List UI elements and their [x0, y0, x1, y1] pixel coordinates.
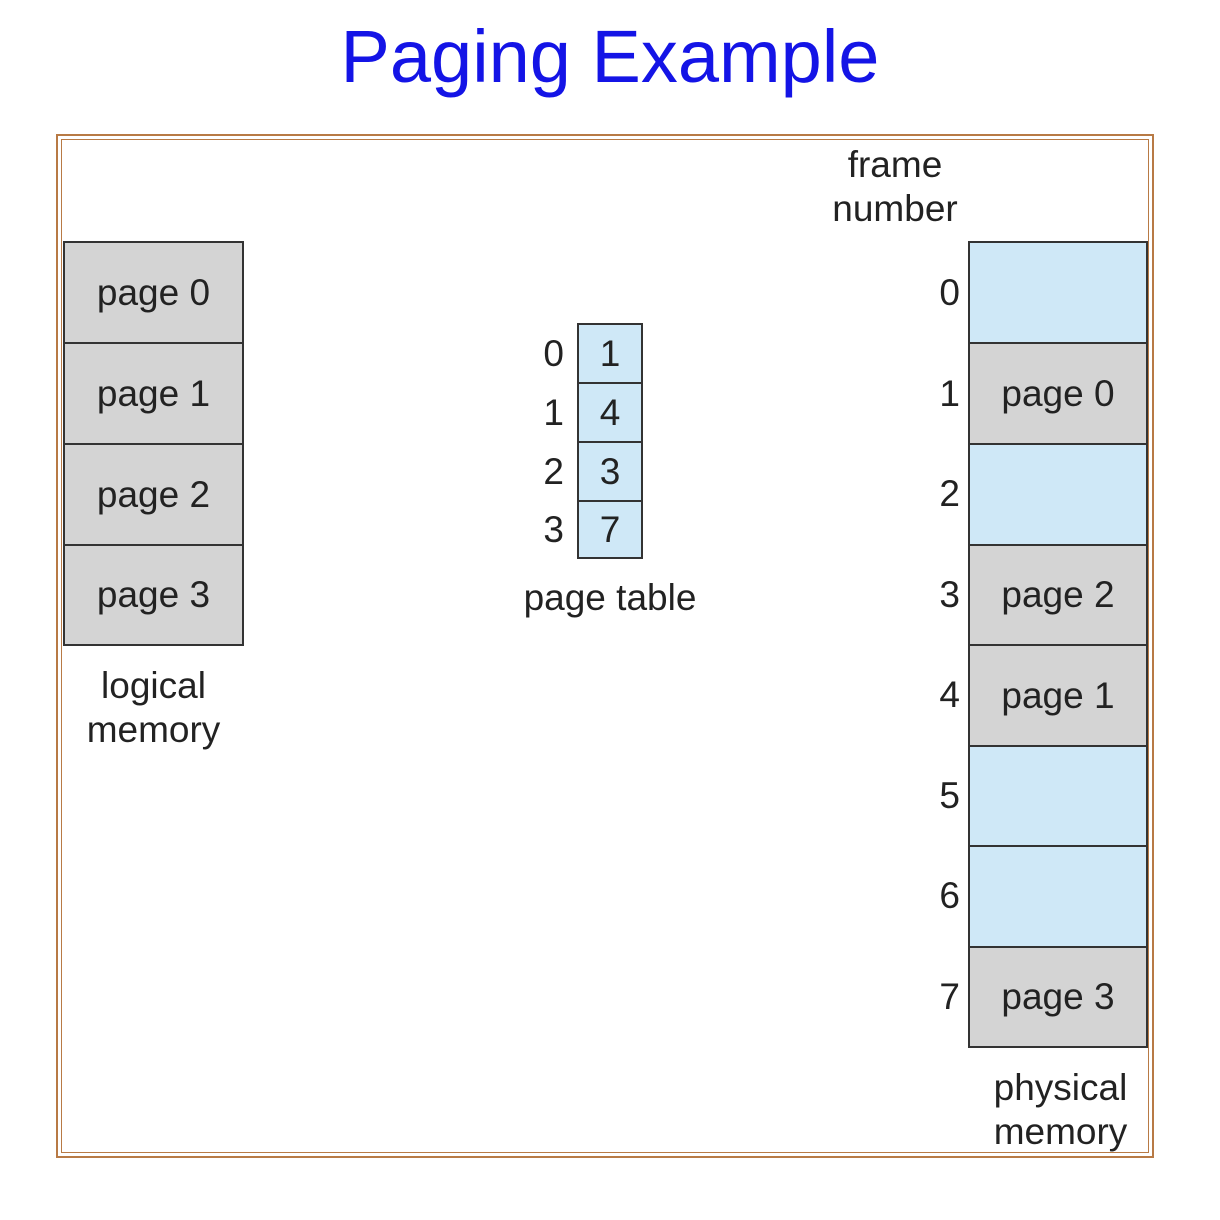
logical-memory-label-line2: memory — [86, 709, 221, 750]
page-table-entry-0: 1 — [577, 323, 643, 384]
page-table-index-2: 2 — [543, 451, 564, 492]
physical-frame-4: page 1 — [968, 644, 1148, 747]
page-table-entry-2: 3 — [577, 441, 643, 502]
frame-number-4: 4 — [939, 674, 960, 715]
physical-frame-5 — [968, 745, 1148, 847]
logical-memory-label-line1: logical — [101, 665, 206, 706]
frame-number-header-line2: number — [832, 188, 958, 229]
frame-number-5: 5 — [939, 775, 960, 816]
page-title: Paging Example — [340, 15, 880, 98]
physical-frame-3: page 2 — [968, 544, 1148, 646]
physical-frame-1: page 0 — [968, 342, 1148, 445]
page-table-entry-3: 7 — [577, 500, 643, 559]
frame-number-header-line1: frame — [847, 144, 943, 185]
logical-page-3: page 3 — [63, 544, 244, 646]
physical-memory-label-line1: physical — [993, 1067, 1128, 1108]
diagram-frame — [56, 134, 1154, 1158]
frame-number-0: 0 — [939, 272, 960, 313]
frame-number-6: 6 — [939, 875, 960, 916]
physical-frame-7: page 3 — [968, 946, 1148, 1048]
frame-number-7: 7 — [939, 976, 960, 1017]
logical-page-0: page 0 — [63, 241, 244, 344]
frame-number-1: 1 — [939, 373, 960, 414]
physical-frame-0 — [968, 241, 1148, 344]
page-table-label: page table — [523, 577, 697, 618]
logical-page-1: page 1 — [63, 342, 244, 445]
page-table-index-3: 3 — [543, 509, 564, 550]
page-table-index-1: 1 — [543, 392, 564, 433]
page-table-index-0: 0 — [543, 333, 564, 374]
frame-number-2: 2 — [939, 473, 960, 514]
physical-frame-2 — [968, 443, 1148, 546]
diagram-frame-inner — [61, 139, 1149, 1153]
physical-frame-6 — [968, 845, 1148, 948]
page-table-entry-1: 4 — [577, 382, 643, 443]
logical-page-2: page 2 — [63, 443, 244, 546]
frame-number-3: 3 — [939, 574, 960, 615]
physical-memory-label-line2: memory — [993, 1111, 1128, 1152]
